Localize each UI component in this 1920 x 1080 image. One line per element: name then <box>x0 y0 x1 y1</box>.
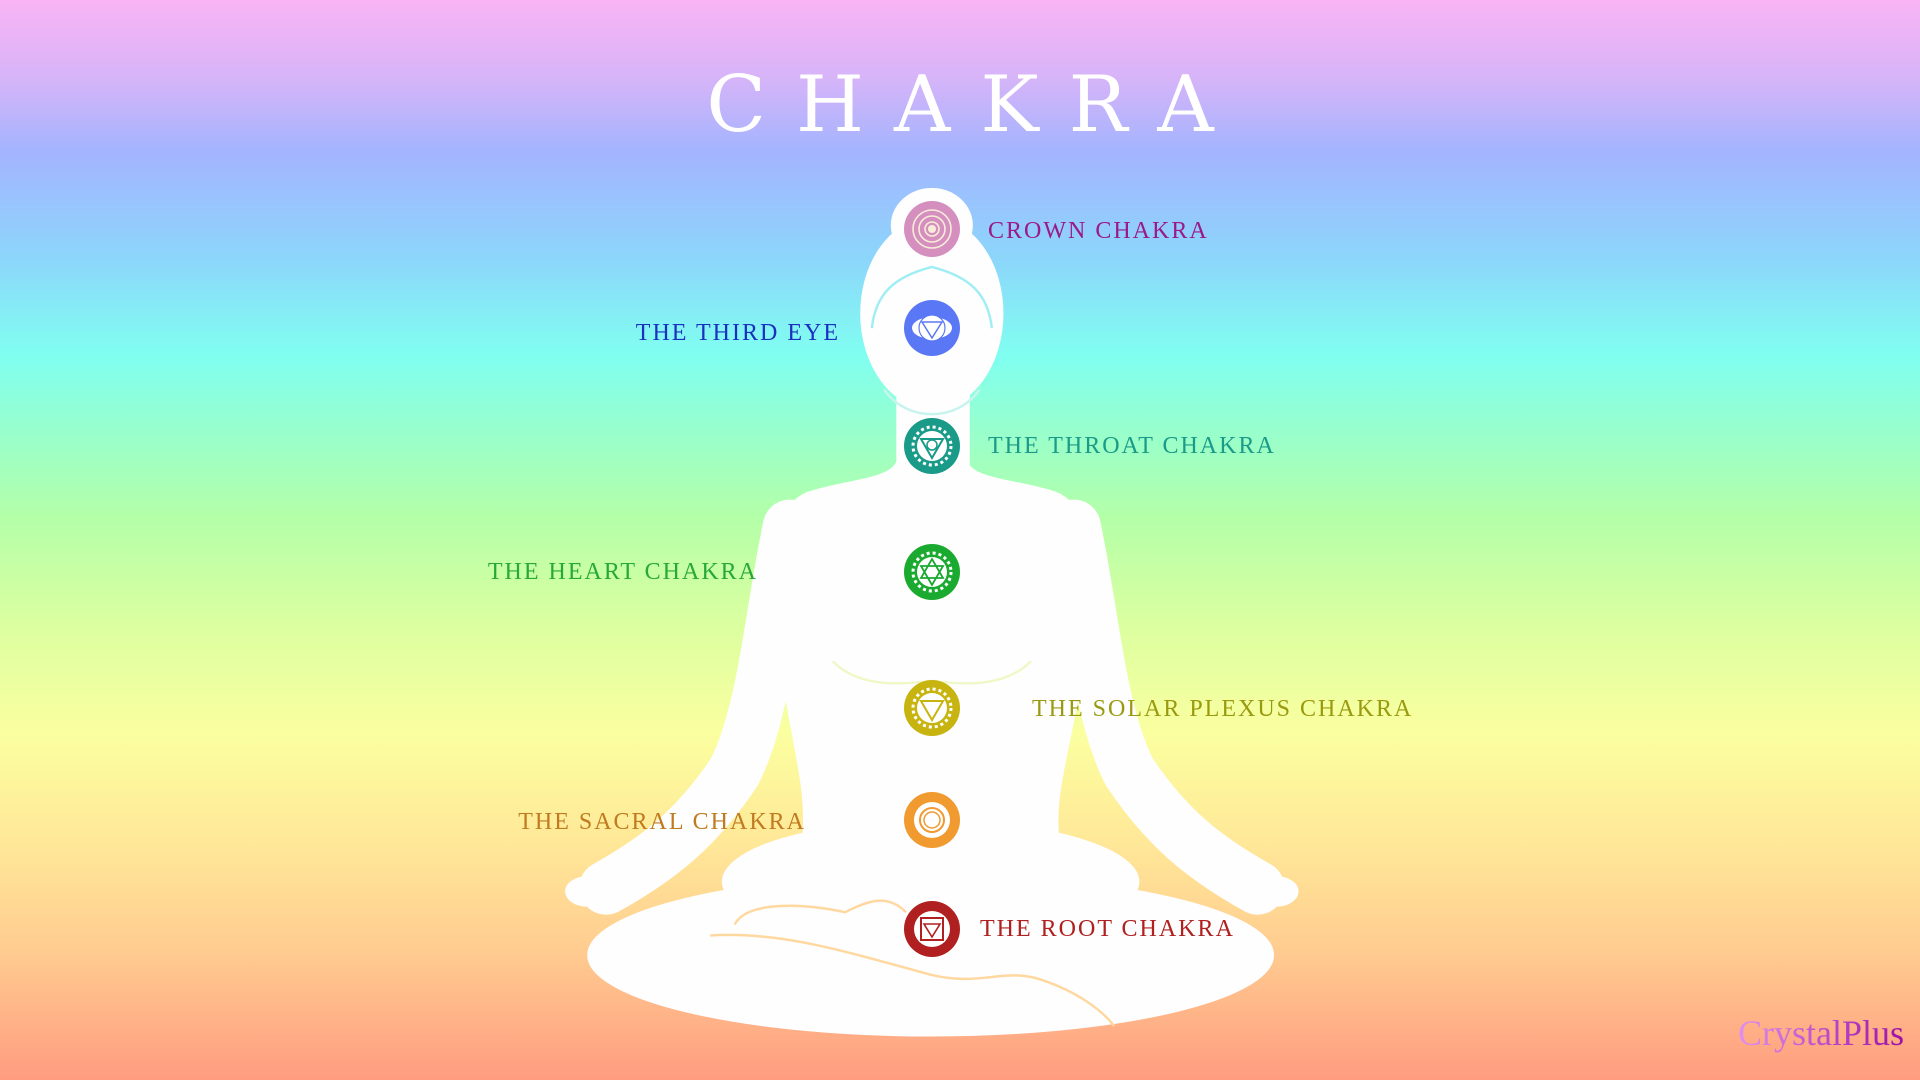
sacral-chakra-icon <box>904 792 960 848</box>
crown-chakra-icon <box>904 201 960 257</box>
third-eye-text: THE THIRD EYE <box>635 320 840 346</box>
crown-chakra-text: CROWN CHAKRA <box>988 218 1209 244</box>
brand-logo: CrystalPlus <box>1737 1013 1904 1053</box>
solar-plexus-chakra-text: THE SOLAR PLEXUS CHAKRA <box>1032 696 1414 722</box>
throat-chakra-icon <box>904 418 960 474</box>
sacral-chakra-text: THE SACRAL CHAKRA <box>518 809 806 835</box>
crown-chakra-label: CROWN CHAKRA <box>988 216 1209 246</box>
heart-chakra-label: THE HEART CHAKRA <box>488 557 758 587</box>
solar-plexus-chakra-label: THE SOLAR PLEXUS CHAKRA <box>1032 694 1413 724</box>
heart-chakra-text: THE HEART CHAKRA <box>487 559 758 585</box>
root-chakra-label: THE ROOT CHAKRA <box>980 914 1235 944</box>
throat-chakra-label: THE THROAT CHAKRA <box>988 431 1276 461</box>
root-chakra-text: THE ROOT CHAKRA <box>980 916 1235 942</box>
sacral-chakra-label: THE SACRAL CHAKRA <box>518 807 806 837</box>
solar-plexus-chakra-icon <box>904 680 960 736</box>
third-eye-label: THE THIRD EYE <box>636 318 840 348</box>
third-eye-chakra-icon <box>904 300 960 356</box>
root-chakra-icon <box>904 901 960 957</box>
heart-chakra-icon <box>904 544 960 600</box>
page-title: CHAKRA <box>706 60 1244 150</box>
throat-chakra-text: THE THROAT CHAKRA <box>988 433 1276 459</box>
